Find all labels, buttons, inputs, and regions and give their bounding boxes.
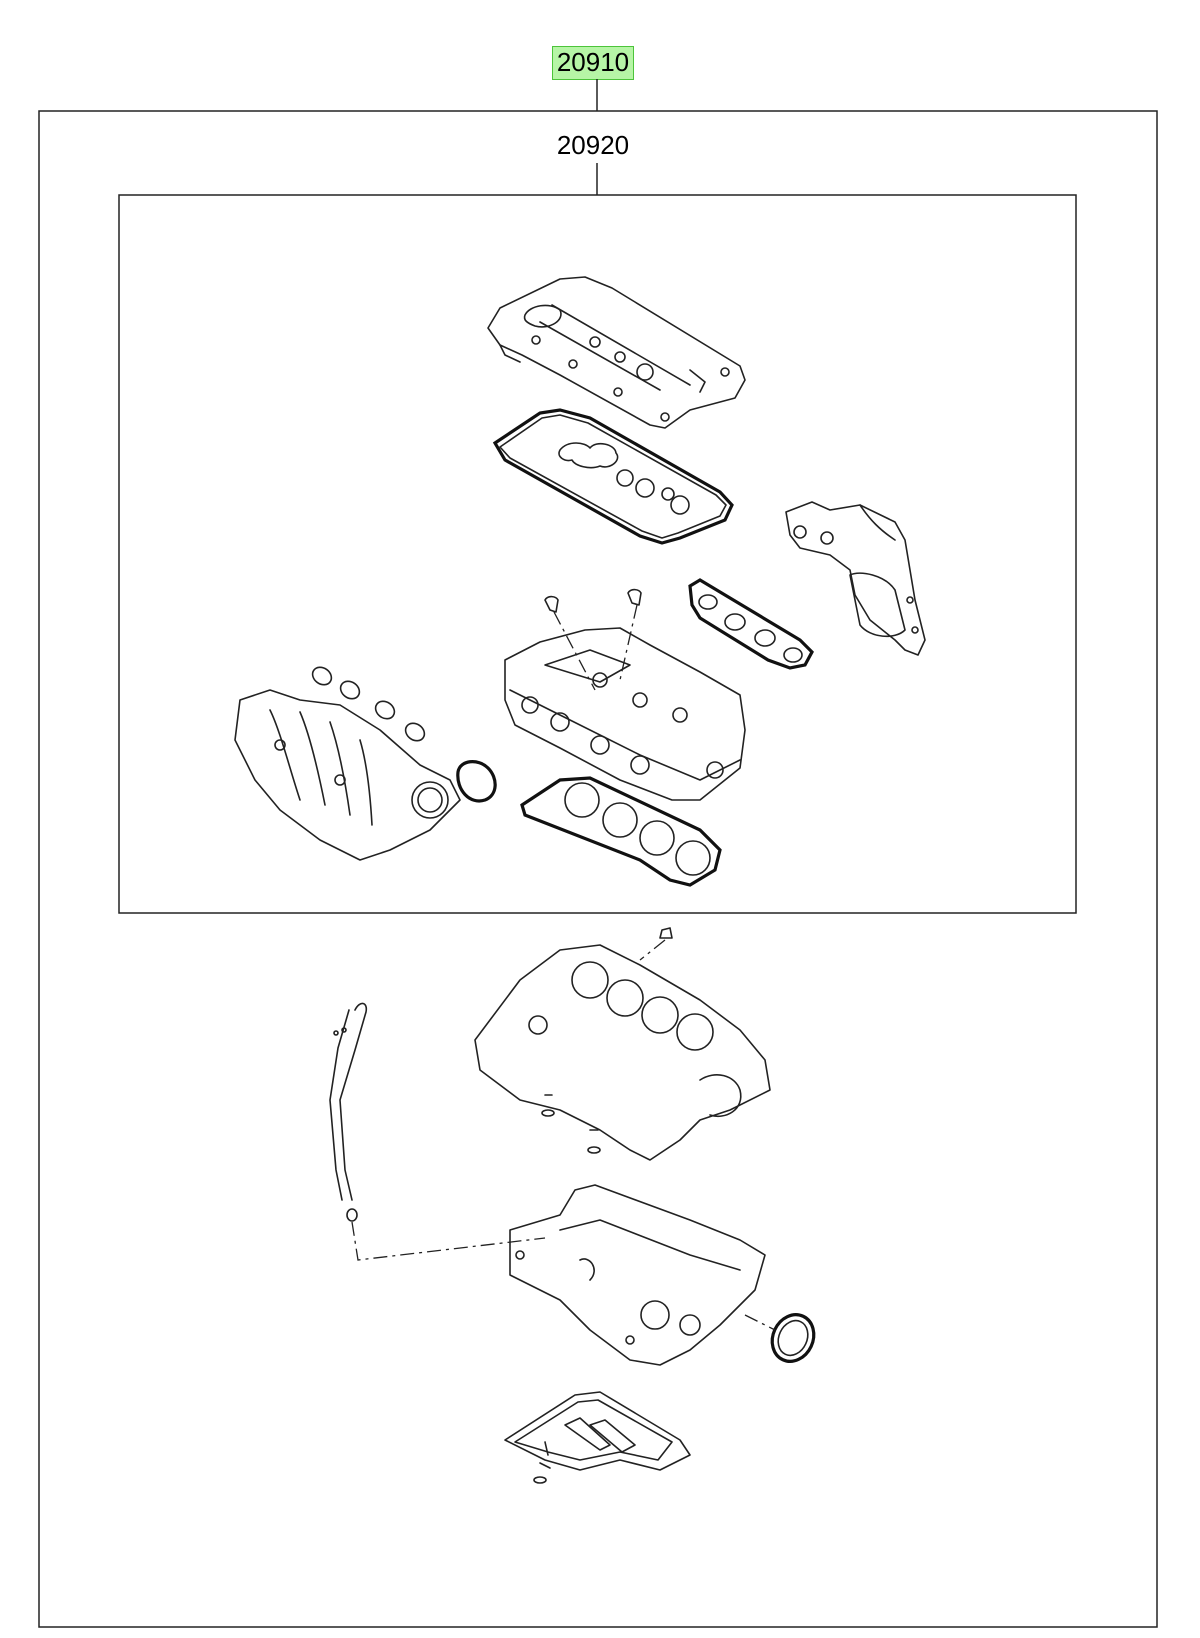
ladder-frame[interactable] bbox=[509, 1184, 766, 1366]
diagram-frames bbox=[38, 79, 1158, 1628]
cylinder-block[interactable] bbox=[474, 927, 771, 1161]
rear-oil-seal[interactable] bbox=[744, 1308, 821, 1368]
intake-manifold[interactable] bbox=[234, 689, 461, 861]
cylinder-head[interactable] bbox=[504, 588, 746, 801]
part-callout-20910[interactable]: 20910 bbox=[552, 46, 634, 80]
part-callout-20920[interactable]: 20920 bbox=[556, 130, 630, 160]
intake-manifold-gaskets[interactable] bbox=[309, 664, 428, 745]
exhaust-manifold[interactable] bbox=[785, 501, 926, 656]
throttle-body-gasket[interactable] bbox=[456, 760, 497, 803]
oil-pan[interactable] bbox=[504, 1391, 691, 1484]
exhaust-manifold-gasket[interactable] bbox=[688, 578, 814, 670]
outer-frame-20910 bbox=[38, 110, 1158, 1628]
valve-cover[interactable] bbox=[487, 276, 746, 429]
cylinder-head-gasket[interactable] bbox=[520, 776, 722, 887]
valve-cover-gasket[interactable] bbox=[492, 408, 734, 545]
inner-frame-20920 bbox=[118, 194, 1077, 914]
oil-level-gauge-tube[interactable] bbox=[329, 1002, 546, 1261]
